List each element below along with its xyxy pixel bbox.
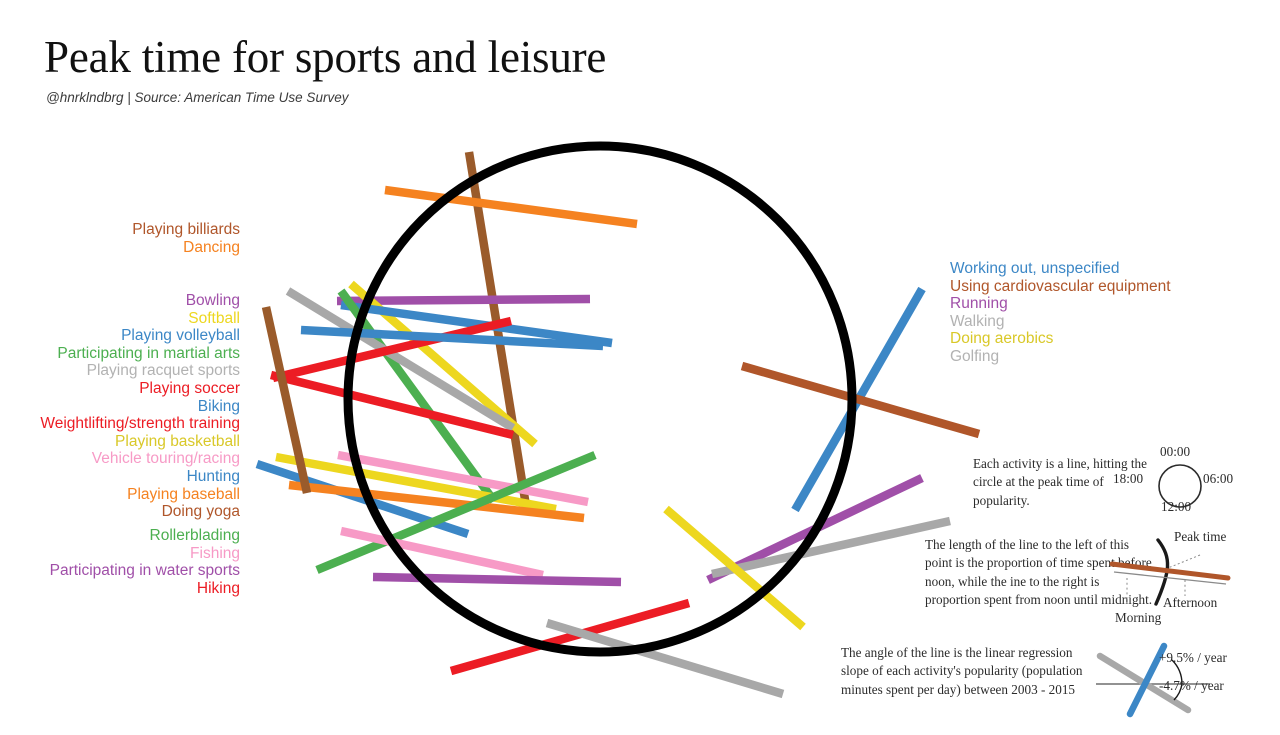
activity-label-right-5: Golfing [950,347,1000,365]
activity-label-right-1: Using cardiovascular equipment [950,277,1171,295]
activity-line-7 [272,316,512,383]
activity-line-16 [340,526,544,580]
activity-line-20 [740,361,981,439]
clock-label-0600: 06:00 [1203,471,1234,486]
activity-line-8 [300,325,604,351]
legend-length-text: The length of the line to the left of th… [925,537,1153,608]
page-title: Peak time for sports and leisure [44,32,607,82]
activity-label-left-mid-6: Biking [197,397,240,415]
activity-label-left-mid-9: Vehicle touring/racing [91,450,240,468]
activity-lines [255,151,981,699]
activity-label-left-mid-11: Playing baseball [127,485,240,503]
activity-line-13 [288,480,585,523]
activity-line-19 [791,286,926,513]
legend-angle-text: The angle of the line is the linear regr… [841,645,1083,697]
activity-label-right-3: Walking [950,312,1005,330]
legend-positive-slope-label: +9.5% / year [1159,650,1227,665]
activity-line-1 [384,185,638,229]
activity-line-24 [545,618,785,699]
activity-line-11 [337,450,589,507]
activity-label-left-top-0: Playing billiards [132,221,240,238]
activity-label-left-mid-5: Playing soccer [139,379,240,397]
legend-afternoon-label: Afternoon [1163,595,1218,610]
activity-line-18 [449,598,691,676]
activity-line-4 [340,300,613,348]
legend-angle-diagram [1096,642,1210,718]
activity-line-17 [372,572,622,587]
activity-line-23 [663,505,806,631]
legend-clock-diagram [1158,464,1202,508]
activity-line-22 [711,516,951,579]
activity-label-left-mid-10: Hunting [186,467,240,485]
activity-label-left-mid-0: Bowling [185,292,240,309]
activity-label-left-mid-2: Playing volleyball [121,327,240,345]
activity-label-left-mid-8: Playing basketball [115,432,240,450]
activity-line-5 [337,288,498,504]
activity-label-left-mid-4: Playing racquet sports [86,362,240,380]
activity-line-9 [269,370,515,440]
activity-label-left-bottom-2: Participating in water sports [49,562,240,580]
activity-label-left-mid-12: Doing yoga [161,503,240,521]
activity-line-15 [315,451,597,574]
activity-label-right-2: Running [950,295,1008,313]
activity-label-left-mid-3: Participating in martial arts [57,344,240,362]
activity-line-14 [261,306,312,494]
clock-label-1800: 18:00 [1113,471,1144,486]
activity-line-21 [706,474,924,584]
legend-negative-slope-label: -4.7% / year [1159,678,1224,693]
activity-label-left-mid-1: Softball [188,309,240,327]
activity-line-12 [255,459,470,539]
activity-label-left-bottom-3: Hiking [196,579,240,597]
legend-clock-text: Each activity is a line, hitting the cir… [973,456,1147,508]
activity-line-6 [285,287,516,432]
clock-label-0000: 00:00 [1160,444,1191,459]
activity-line-3 [348,280,538,448]
activity-label-left-top-1: Dancing [183,238,240,256]
activity-label-right-4: Doing aerobics [950,330,1054,348]
legend-length-diagram [1109,538,1231,606]
clock-circle [343,141,857,657]
page-subtitle: @hnrklndbrg | Source: American Time Use … [46,90,349,105]
activity-line-0 [464,151,532,513]
activity-label-left-bottom-1: Fishing [190,544,240,562]
activity-label-right-0: Working out, unspecified [950,260,1120,277]
activity-line-2 [336,294,591,306]
activity-label-left-bottom-0: Rollerblading [149,527,240,544]
activity-label-left-mid-7: Weightlifting/strength training [40,415,240,433]
legend-peak-time-label: Peak time [1174,529,1227,544]
legend-morning-label: Morning [1115,610,1162,625]
clock-label-1200: 12:00 [1161,499,1192,514]
activity-line-10 [275,452,557,514]
